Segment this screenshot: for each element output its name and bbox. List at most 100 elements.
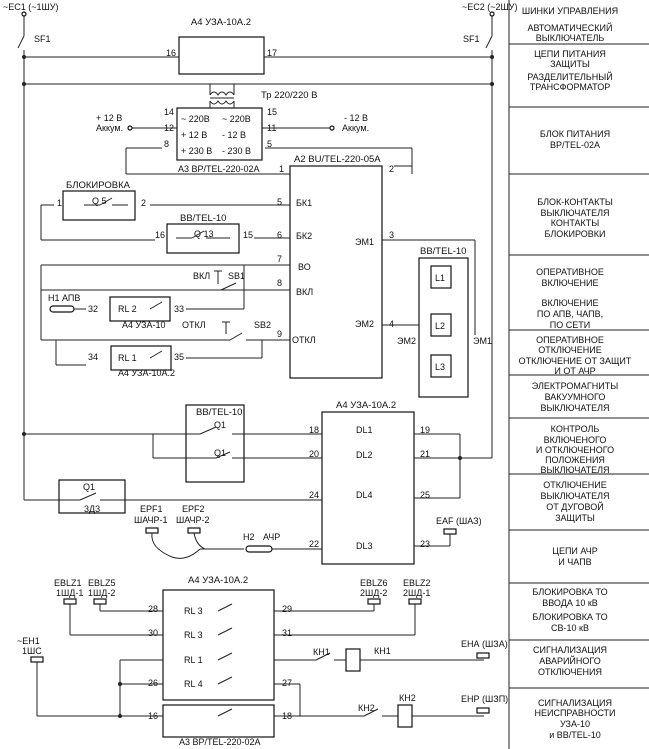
side-label: БЛОК ПИТАНИЯ xyxy=(540,129,610,139)
battery-label: - 12 В xyxy=(344,113,368,123)
relay-label: RL 4 xyxy=(184,679,203,689)
psu-title: А3 ВР/TEL-220-02А xyxy=(178,164,260,174)
button-label: SB2 xyxy=(254,320,271,330)
psu-label: + 12 В xyxy=(181,130,207,140)
pin-label: 7 xyxy=(277,254,282,264)
terminal-label: EPF1 xyxy=(140,504,163,514)
side-label: ВКЛЮЧЕНИЕ xyxy=(542,298,599,308)
side-label: И ОТКЛЮЧЕНОГО xyxy=(536,445,614,455)
battery-label: Аккум. xyxy=(96,123,123,133)
coil-label: L1 xyxy=(435,273,445,283)
a2-title: А2 BU/TEL-220-05А xyxy=(294,154,381,165)
device-label: А3 ВР/TEL-220-02А xyxy=(179,737,261,747)
battery-label: Аккум. xyxy=(342,123,369,133)
a4-pin-name: DL4 xyxy=(356,490,373,500)
a2-pin-name: ОТКЛ xyxy=(292,335,316,345)
terminal-icon xyxy=(93,598,107,605)
side-label: ОТКЛЮЧЕНИЕ xyxy=(543,480,606,490)
lamp-label: АЧР xyxy=(263,532,280,542)
pin-label: 24 xyxy=(309,490,319,500)
terminal-icon xyxy=(30,656,44,663)
pin-label: 17 xyxy=(267,48,277,58)
side-label: БЛОКИРОВКИ xyxy=(544,229,605,239)
rail-right-label: ~EC2 (~2ШУ) xyxy=(462,2,518,12)
side-label: ВКЛЮЧЕНОГО xyxy=(544,435,607,445)
terminal-label: ЕНР (ШЗП) xyxy=(461,694,508,704)
coil-label: L2 xyxy=(435,321,445,331)
side-label: ОПЕРАТИВНОЕ xyxy=(536,267,604,277)
pin-label: 26 xyxy=(148,678,158,688)
bb-q13-block: BB/TEL-10 Q 13 16 15 xyxy=(155,213,290,254)
side-label: ОТКЛЮЧЕНИЕ xyxy=(538,345,601,355)
a4-pin-name: DL1 xyxy=(356,425,373,435)
interlock-block: БЛОКИРОВКА Q 5 1 2 xyxy=(40,180,290,241)
side-label: АВАРИЙНОГО xyxy=(539,655,601,666)
side-label: ПОЛОЖЕНИЯ xyxy=(545,455,605,465)
side-label: СИГНАЛИЗАЦИЯ xyxy=(533,645,607,655)
coil-label: КН2 xyxy=(399,693,416,703)
side-label: И ОТ АЧР xyxy=(554,366,595,376)
relay-label: RL 3 xyxy=(184,630,203,640)
side-label: СИГНАЛИЗАЦИЯ xyxy=(538,698,612,708)
device-label: А4 УЗА-10А.2 xyxy=(118,368,175,378)
terminal-icon xyxy=(329,125,335,131)
psu-label: - 12 В xyxy=(222,130,246,140)
pin-label: 4 xyxy=(389,319,394,329)
contact-label: Q1 xyxy=(83,482,95,492)
bb-coil-block: BB/TEL-10 L1 L2 L3 ЭМ2 ЭМ1 xyxy=(382,165,492,398)
lamp-label: Н2 xyxy=(243,532,255,542)
terminal-icon xyxy=(145,527,159,534)
pin-label: 27 xyxy=(282,678,292,688)
a4-top-block: А4 УЗА-10А.2 16 17 xyxy=(166,17,277,75)
terminal-label: EPF2 xyxy=(182,504,205,514)
terminal-label: EBLZ1 xyxy=(54,578,82,588)
button-label: SB1 xyxy=(228,271,245,281)
side-label: ВЫКЛЮЧАТЕЛЯ xyxy=(540,208,609,218)
pin-label: 16 xyxy=(166,48,176,58)
terminal-label: 1ШС xyxy=(22,646,42,656)
vkl-branch: ВКЛ SB1 Н1 АПВ RL 2 32 33 А4 УЗА-10 ОТКЛ… xyxy=(40,264,290,378)
pin-label: 32 xyxy=(88,304,98,314)
side-label: ВВОДА 10 кВ xyxy=(542,598,598,608)
side-label: ВЫКЛЮЧАТЕЛЯ xyxy=(540,491,609,501)
terminal-icon xyxy=(489,11,495,17)
side-label: ШИНКИ УПРАВЛЕНИЯ xyxy=(522,6,618,16)
side-label: АВТОМАТИЧЕСКИЙ xyxy=(528,22,613,33)
side-label: КОНТРОЛЬ xyxy=(551,424,600,434)
transformer-label: Тр 220/220 В xyxy=(261,90,318,101)
pin-label: 19 xyxy=(420,425,430,435)
signaling-branch: ~EH1 1ШС КН1 КН1 ЕНА (ШЗА) 16 18 А3 ВР/T… xyxy=(17,636,508,747)
pin-label: 29 xyxy=(282,604,292,614)
device-label: А4 УЗА-10 xyxy=(122,320,165,330)
lamp-label: Н1 АПВ xyxy=(48,293,80,303)
terminal-label: ШАЧР-2 xyxy=(176,515,210,525)
a2-pin-name: БК1 xyxy=(296,198,312,208)
a4-bot-title: А4 УЗА-10А.2 xyxy=(188,575,248,586)
bb-title: BB/TEL-10 xyxy=(196,407,242,418)
terminal-label: ШАЧР-1 xyxy=(134,515,168,525)
side-label: ОТКЛЮЧЕНИЯ xyxy=(538,667,602,677)
pin-label: 18 xyxy=(309,425,319,435)
rail-left-label: ~EC1 (~1ШУ) xyxy=(3,2,59,12)
button-label: ОТКЛ xyxy=(182,320,206,330)
coil-label: КН1 xyxy=(374,646,391,656)
side-label: УЗА-10 xyxy=(560,719,590,729)
bb-title: BB/TEL-10 xyxy=(180,213,226,224)
a2-pin-name: ЭМ2 xyxy=(355,319,374,329)
battery-label: + 12 В xyxy=(96,113,122,123)
side-label: ТРАНСФОРМАТОР xyxy=(530,82,611,92)
pin-label: 31 xyxy=(282,628,292,638)
side-label: РАЗДЕЛИТЕЛЬНЫЙ xyxy=(527,71,612,82)
psu-label: ~ 220В xyxy=(222,114,251,124)
a2-pin-name: ВО xyxy=(298,262,311,272)
a4-pin-name: DL3 xyxy=(356,541,373,551)
psu-label: - 230 В xyxy=(222,146,251,156)
pin-label: 22 xyxy=(309,539,319,549)
a4-mid-title: А4 УЗА-10А.2 xyxy=(336,400,396,411)
a4-top-title: А4 УЗА-10А.2 xyxy=(191,17,251,28)
pin-label: 28 xyxy=(148,604,158,614)
terminal-label: EAF (ШАЗ) xyxy=(436,516,482,526)
side-label: ВР/TEL-02А xyxy=(550,140,600,150)
side-label: БЛОК-КОНТАКТЫ xyxy=(537,197,613,207)
